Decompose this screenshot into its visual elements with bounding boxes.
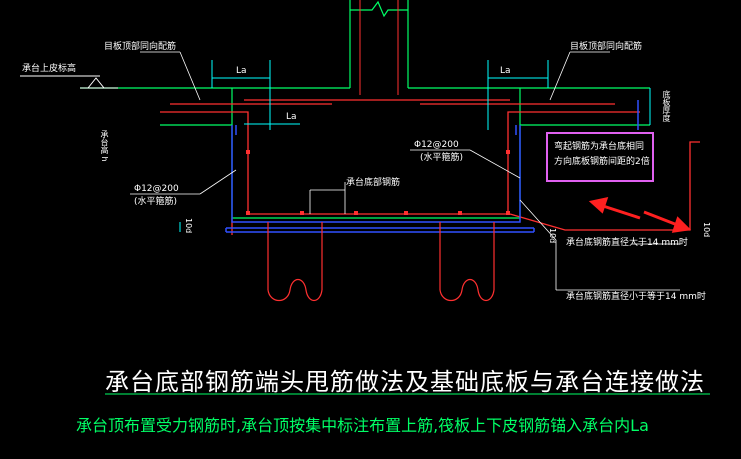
- callout-line1: 弯起钢筋为承台底相同: [554, 142, 645, 152]
- slab-outline: [80, 87, 650, 219]
- label-slab-thickness: 底板厚度: [662, 90, 671, 122]
- label-phi12-left: Φ12@200: [134, 184, 179, 194]
- label-la-top-left: La: [236, 66, 247, 76]
- drawing-title: 承台底部钢筋端头甩筋做法及基础底板与承台连接做法: [105, 368, 705, 396]
- leader-lines: [130, 51, 680, 291]
- label-top-rebar-right: 目板顶部同向配筋: [570, 42, 643, 52]
- label-10d-left: 10d: [184, 218, 193, 234]
- label-10d-right: 10d: [702, 222, 711, 238]
- callout-box: 弯起钢筋为承台底相同 方向底板钢筋间距的2倍: [546, 132, 654, 182]
- label-phi12-right-sub: (水平箍筋): [420, 153, 464, 163]
- label-la-top-right: La: [500, 66, 511, 76]
- column-outline: [349, 0, 409, 88]
- label-la-mid: La: [286, 112, 297, 122]
- label-note-le14: 承台底钢筋直径小于等于14 mm时: [566, 292, 706, 302]
- label-cap-height: 承台高 h: [100, 130, 109, 162]
- label-10d-mid: 10d: [548, 228, 557, 244]
- label-phi12-right: Φ12@200: [414, 140, 459, 150]
- label-phi12-left-sub: (水平箍筋): [134, 197, 178, 207]
- dimension-lines: [179, 60, 651, 232]
- elevation-symbol: [20, 75, 118, 89]
- red-arrows: [588, 196, 692, 233]
- rebar-dots: [246, 150, 510, 215]
- stirrups: [225, 100, 639, 233]
- footnote: 承台顶布置受力钢筋时,承台顶按集中标注布置上筋,筏板上下皮钢筋锚入承台内La: [76, 416, 649, 435]
- label-bottom-rebar: 承台底部钢筋: [346, 178, 401, 188]
- label-note-gt14: 承台底钢筋直径大于14 mm时: [566, 238, 688, 248]
- label-top-rebar-left: 目板顶部同向配筋: [104, 42, 177, 52]
- piles: [267, 222, 495, 302]
- callout-line2: 方向底板钢筋间距的2倍: [554, 157, 650, 167]
- label-cap-top-elev: 承台上皮标高: [22, 64, 77, 74]
- column-rebar: [359, 0, 399, 95]
